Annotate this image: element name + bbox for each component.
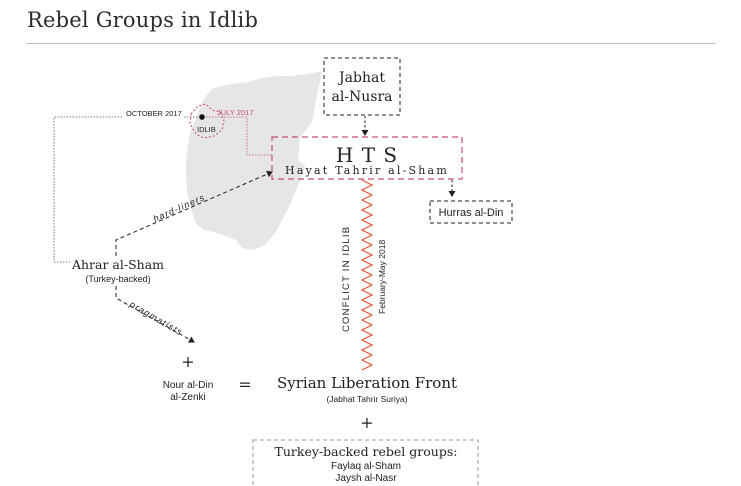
turkey-backed-groups-box <box>252 439 479 486</box>
ahrar-al-sham-label: Ahrar al-Sham <box>71 257 164 272</box>
ahrar-map-connector <box>53 116 122 263</box>
july-leader-line <box>206 116 272 156</box>
jabhat-label-line1: Jabhat <box>337 70 385 86</box>
hurras-al-din-label: Hurras al-Din <box>439 207 504 219</box>
page-title: Rebel Groups in Idlib <box>27 8 259 32</box>
turkey-backed-groups-title: Turkey-backed rebel groups: <box>275 444 458 459</box>
conflict-label: CONFLICT IN IDLIB <box>341 226 352 332</box>
equals-sign: = <box>238 375 251 394</box>
turkey-group-item: Faylaq al-Sham <box>331 461 401 472</box>
syria-map-shape <box>186 71 322 250</box>
title-divider <box>27 43 716 44</box>
syrian-liberation-front-subtitle: (Jabhat Tahrir Suriya) <box>326 394 407 404</box>
idlib-label: IDLIB <box>197 125 216 134</box>
hurras-al-din-box <box>429 200 513 224</box>
jabhat-al-nusra-box <box>323 57 401 116</box>
pragmatists-label: pragmatists <box>127 299 185 338</box>
nour-al-din-line1: Nour al-Din <box>163 380 214 391</box>
july-2017-label: JULY 2017 <box>217 108 253 117</box>
plus-sign-turkey: + <box>360 413 373 432</box>
ahrar-al-sham-subtitle: (Turkey-backed) <box>85 274 150 284</box>
hardliners-arrow <box>115 170 273 256</box>
hts-full-name: Hayat Tahrir al-Sham <box>285 164 449 177</box>
hts-abbreviation: H T S <box>336 143 398 167</box>
turkey-group-item: Jaysh al-Nasr <box>335 473 397 484</box>
conflict-dates: February-May 2018 <box>377 240 387 314</box>
conflict-zigzag-line <box>360 179 374 371</box>
october-2017-label: OCTOBER 2017 <box>126 109 182 118</box>
idlib-region-outline <box>189 103 225 139</box>
plus-sign-nour: + <box>181 352 194 371</box>
nour-al-din-line2: al-Zenki <box>170 392 206 403</box>
syrian-liberation-front-label: Syrian Liberation Front <box>277 374 457 392</box>
pragmatists-arrow <box>115 286 195 343</box>
jabhat-label-line2: al-Nusra <box>331 89 392 105</box>
hts-box <box>271 136 463 180</box>
idlib-city-marker <box>199 114 205 120</box>
